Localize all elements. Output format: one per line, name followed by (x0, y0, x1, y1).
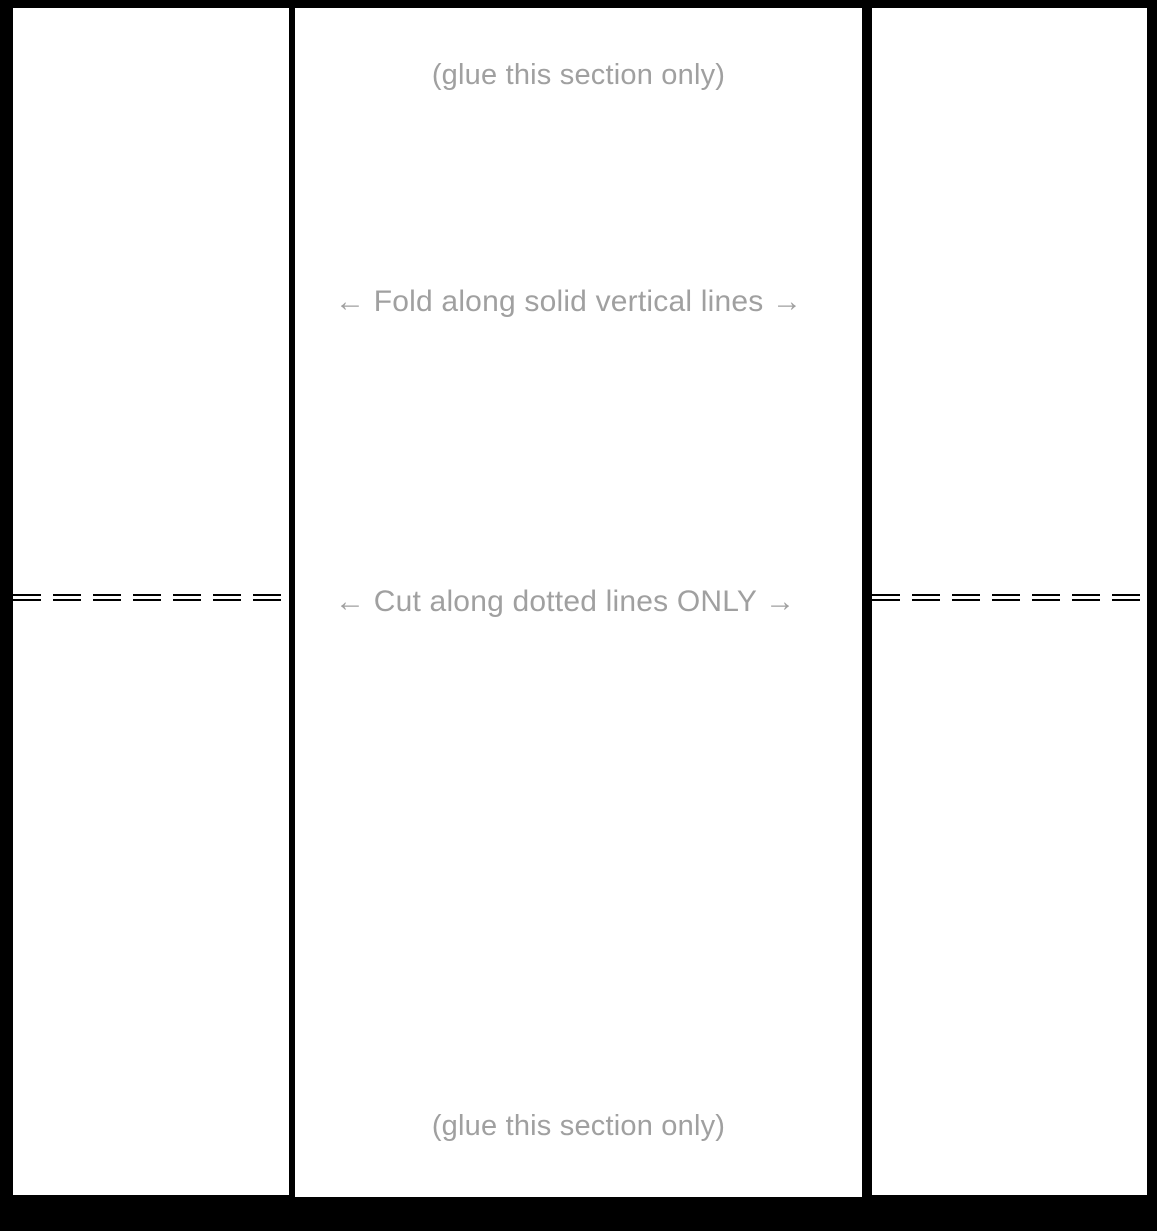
right-flap-panel (872, 8, 1147, 1195)
fold-instruction: ← Fold along solid vertical lines → (335, 285, 803, 318)
fold-line-left (289, 0, 295, 1231)
cut-line-left (13, 593, 290, 603)
cut-line-left-stroke-top (13, 594, 290, 596)
glue-instruction-bottom: (glue this section only) (431, 1110, 726, 1142)
cut-line-right-stroke-top (872, 594, 1148, 596)
center-panel (295, 8, 862, 1197)
cut-line-left-stroke-bottom (13, 599, 290, 601)
left-flap-panel (13, 8, 289, 1195)
glue-instruction-top: (glue this section only) (431, 59, 726, 91)
cut-line-right (872, 593, 1148, 603)
fold-line-right (862, 0, 872, 1231)
cut-line-right-stroke-bottom (872, 599, 1148, 601)
cut-instruction: ← Cut along dotted lines ONLY → (335, 585, 796, 618)
